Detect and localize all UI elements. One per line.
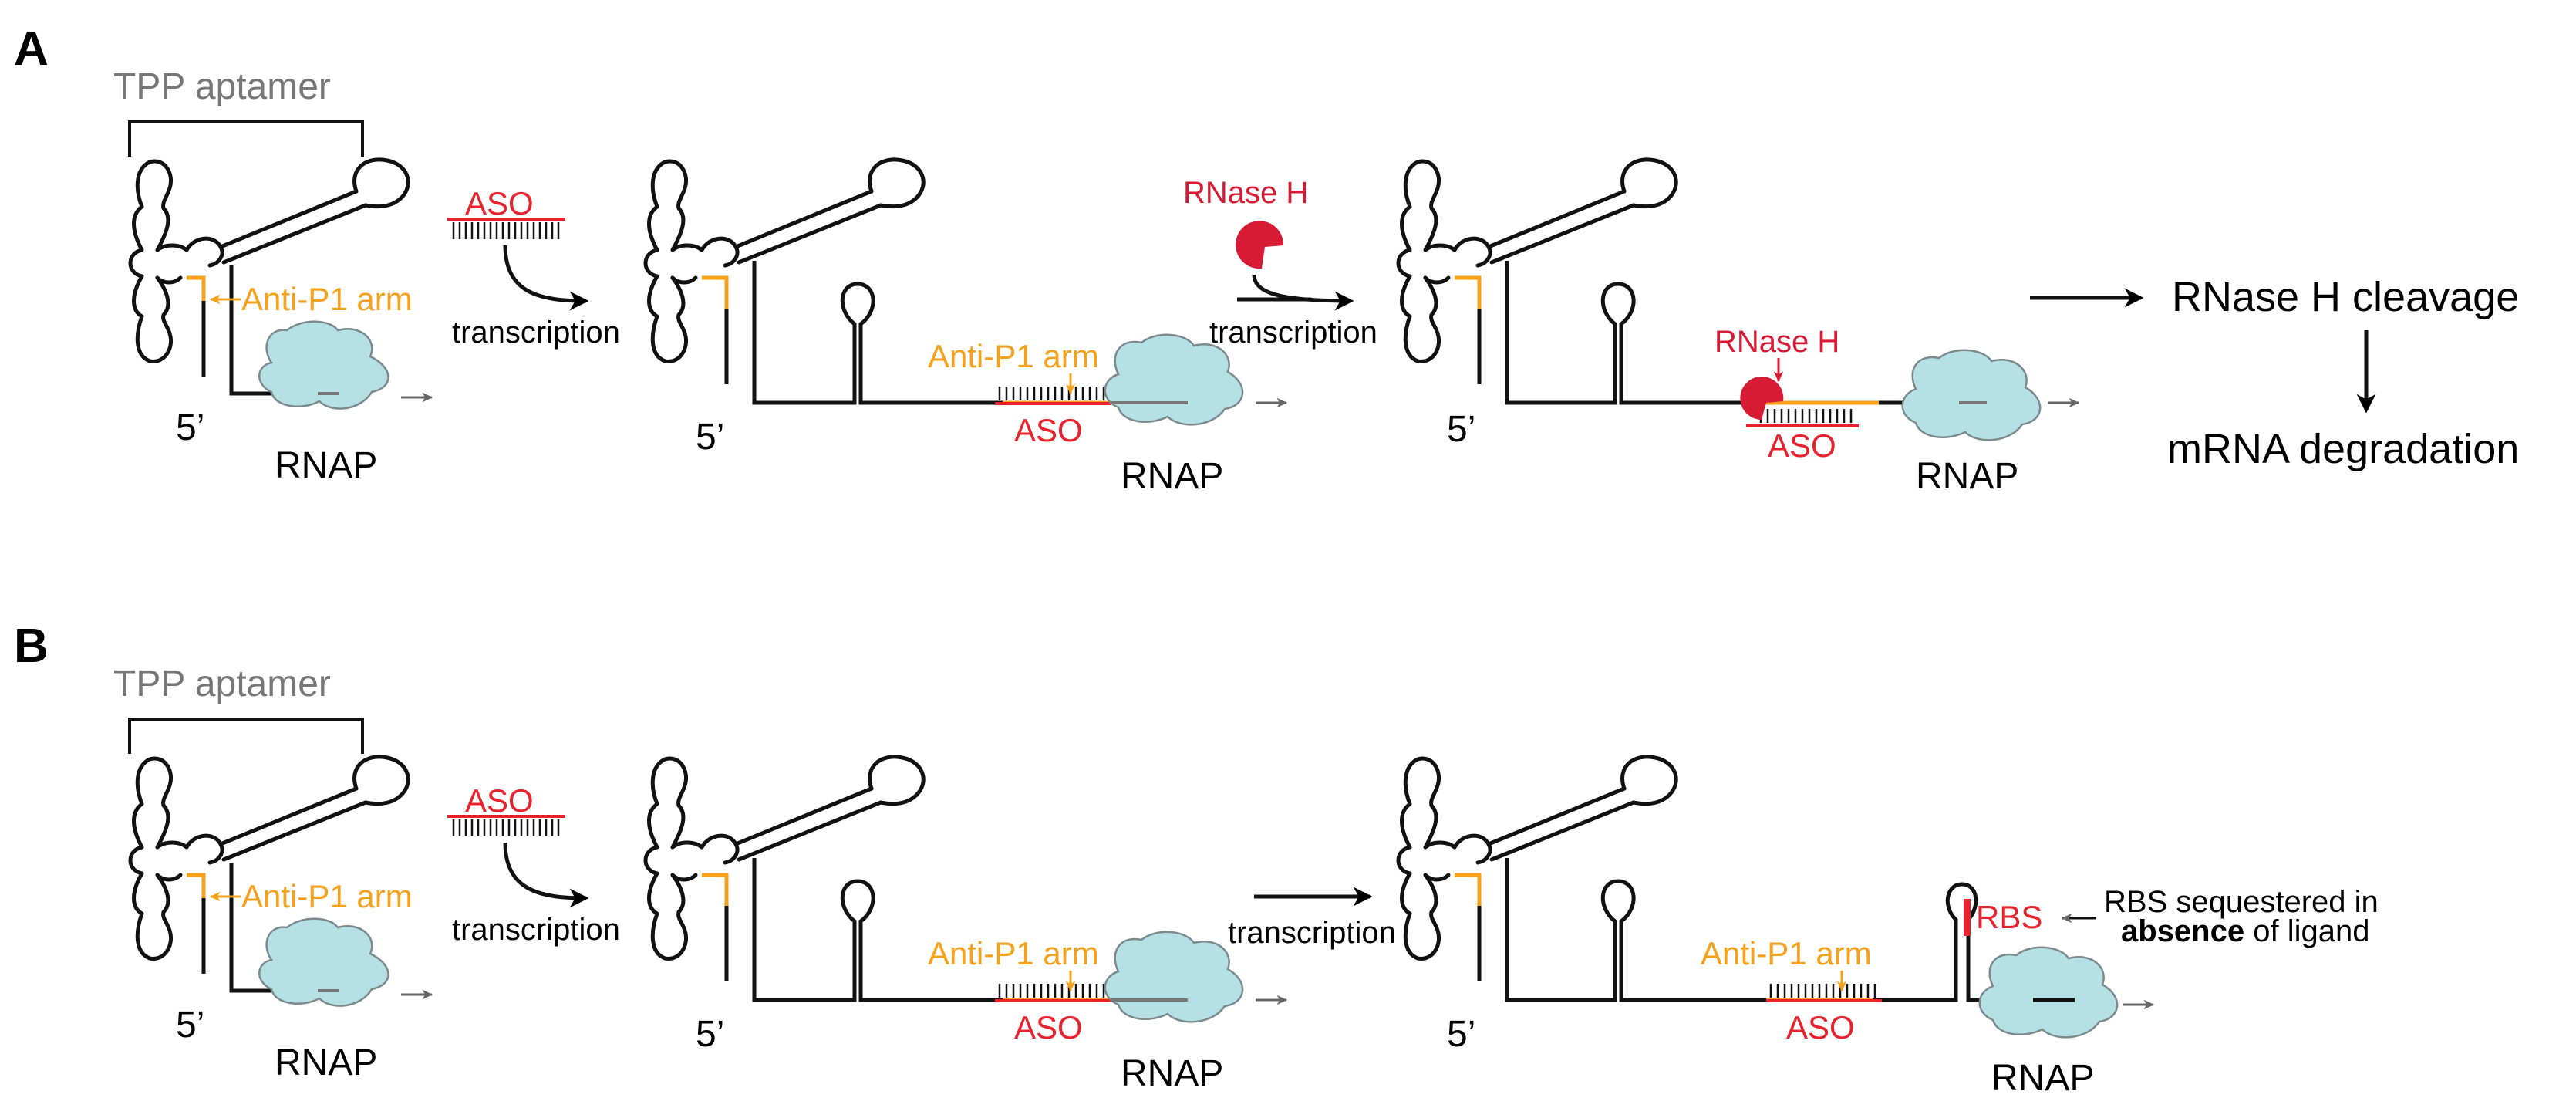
rna-bristles xyxy=(1769,984,1876,998)
rnase-h-enzyme xyxy=(1236,221,1284,269)
rna-bristles xyxy=(1759,409,1853,423)
rnap-label: RNAP xyxy=(1121,1053,1223,1094)
panel-b: B TPP aptamer Anti-P1 arm 5’ RNAP ASO tr… xyxy=(14,620,2379,1099)
transcription-label: transcription xyxy=(1228,916,1396,950)
aptamer-bracket xyxy=(128,718,364,754)
rbs-note: RBS sequestered in xyxy=(2104,885,2379,919)
aso-label: ASO xyxy=(1786,1009,1855,1046)
rnase-h-label: RNase H xyxy=(1715,325,1839,359)
transcription-arrow xyxy=(503,245,589,311)
rna-bristles xyxy=(998,387,1105,400)
aso-label: ASO xyxy=(1014,1009,1083,1046)
aptamer-structure xyxy=(1398,160,1987,405)
transcription-label: transcription xyxy=(452,913,620,947)
five-prime-label: 5’ xyxy=(696,417,724,458)
rnase-h-enzyme xyxy=(1740,377,1784,420)
panel-letter: A xyxy=(14,22,49,76)
aso-label: ASO xyxy=(465,185,534,221)
transcription-arrow xyxy=(1252,274,1354,311)
rnap-blob xyxy=(258,917,389,1007)
anti-p1-label: Anti-P1 arm xyxy=(241,878,413,914)
anti-p1-label: Anti-P1 arm xyxy=(241,281,413,317)
five-prime-label: 5’ xyxy=(696,1014,724,1055)
degradation-label: mRNA degradation xyxy=(2167,426,2519,472)
aso-bristles xyxy=(452,222,560,239)
aptamer-bracket xyxy=(128,120,364,157)
transcription-label: transcription xyxy=(1209,316,1377,350)
aso-bristles xyxy=(452,819,560,836)
five-prime-label: 5’ xyxy=(1447,1014,1475,1055)
rnap-label: RNAP xyxy=(1121,456,1223,497)
rnap-blob xyxy=(1901,349,2042,441)
five-prime-label: 5’ xyxy=(176,407,204,448)
rna-bristles xyxy=(998,984,1105,998)
transcription-label: transcription xyxy=(452,316,620,350)
five-prime-label: 5’ xyxy=(176,1005,204,1046)
transcription-arrow xyxy=(503,842,589,908)
five-prime-label: 5’ xyxy=(1447,409,1475,450)
rbs-label: RBS xyxy=(1976,899,2042,935)
rnap-label: RNAP xyxy=(275,445,377,486)
rnap-label: RNAP xyxy=(275,1042,377,1083)
anti-p1-label: Anti-P1 arm xyxy=(928,935,1099,971)
rnap-blob xyxy=(258,320,389,410)
anti-p1-label: Anti-P1 arm xyxy=(928,338,1099,374)
aso-label: ASO xyxy=(1768,427,1836,464)
aptamer-label: TPP aptamer xyxy=(113,66,331,107)
rnap-label: RNAP xyxy=(1991,1058,2094,1099)
aso-label: ASO xyxy=(1014,412,1083,448)
panel-a: A TPP aptamer Anti-P1 arm 5’ RNAP ASO tr… xyxy=(14,22,2519,497)
rnap-label: RNAP xyxy=(1916,456,2018,497)
rnap-blob xyxy=(1978,946,2119,1039)
aso-label: ASO xyxy=(465,782,534,819)
rbs-marker xyxy=(1964,899,1971,936)
cleavage-label: RNase H cleavage xyxy=(2172,274,2519,320)
panel-letter: B xyxy=(14,620,49,673)
rnap-blob xyxy=(1104,931,1244,1023)
rbs-note: absence of ligand xyxy=(2121,914,2369,948)
rnase-h-label: RNase H xyxy=(1183,176,1308,210)
anti-p1-label: Anti-P1 arm xyxy=(1701,935,1872,971)
aptamer-label: TPP aptamer xyxy=(113,664,331,704)
